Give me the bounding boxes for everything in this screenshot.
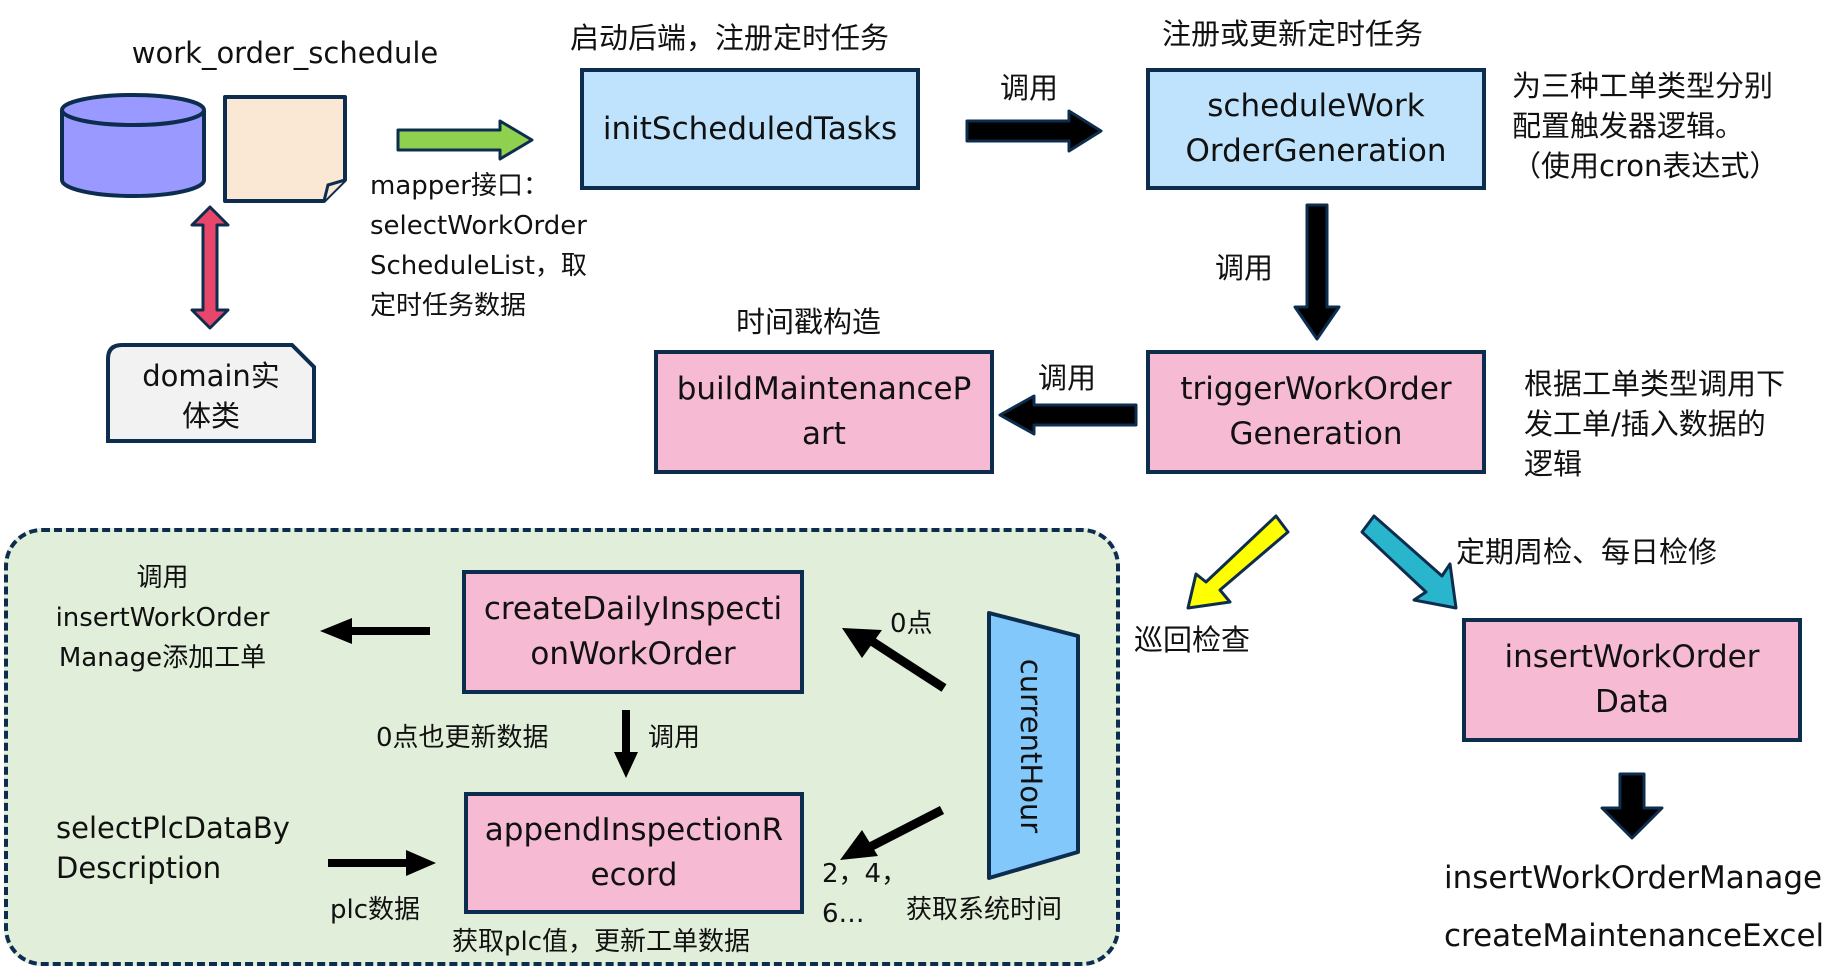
db-table-label: work_order_schedule [131, 36, 439, 70]
append-inspection-record-box[interactable]: appendInspectionR ecord [464, 792, 804, 914]
call-label-2: 调用 [1215, 251, 1274, 285]
build-caption: 时间戳构造 [736, 305, 882, 339]
insert-work-order-data-box[interactable]: insertWorkOrder Data [1462, 618, 1802, 742]
system-time-label: 获取系统时间 [906, 895, 1063, 925]
schedule-caption: 注册或更新定时任务 [1162, 17, 1424, 51]
insert-result-2: createMaintenanceExcel [1444, 918, 1825, 954]
trigger-note: 根据工单类型调用下 发工单/插入数据的 逻辑 [1524, 367, 1786, 481]
hours-label: 2，4， 6… [822, 859, 908, 929]
append-caption: 获取plc值，更新工单数据 [452, 927, 751, 957]
call-insert-manage-label: 调用 insertWorkOrder Manage添加工单 [55, 563, 270, 673]
periodic-inspection-label: 定期周检、每日检修 [1456, 535, 1718, 569]
schedule-work-order-generation-box[interactable]: scheduleWork OrderGeneration [1146, 68, 1486, 190]
insert-result-1: insertWorkOrderManage [1444, 860, 1823, 896]
document-icon [223, 95, 347, 203]
init-scheduled-tasks-box[interactable]: initScheduledTasks [580, 68, 920, 190]
call-label-3: 调用 [1038, 361, 1097, 395]
trigger-work-order-generation-box[interactable]: triggerWorkOrder Generation [1146, 350, 1486, 474]
yellow-arrow-icon [1186, 514, 1290, 610]
current-hour-shape [987, 611, 1080, 880]
diagonal-arrow-icon [842, 628, 947, 692]
left-arrow-icon [998, 394, 1138, 436]
patrol-inspection-label: 巡回检查 [1134, 623, 1251, 657]
call-label-4: 调用 [648, 723, 701, 753]
right-arrow-icon [965, 109, 1103, 153]
database-icon [60, 93, 206, 198]
zero-hour-label: 0点 [890, 609, 933, 639]
domain-entity-label: domain实 体类 [142, 359, 280, 433]
plc-data-label: plc数据 [330, 895, 421, 925]
current-hour-label: currentHour [1014, 658, 1048, 834]
down-arrow-icon-3 [614, 710, 638, 778]
down-arrow-icon [1293, 203, 1341, 341]
build-maintenance-part-box[interactable]: buildMaintenanceP art [654, 350, 994, 474]
init-caption: 启动后端，注册定时任务 [570, 21, 890, 55]
teal-arrow-icon [1360, 514, 1458, 610]
schedule-note: 为三种工单类型分别 配置触发器逻辑。 （使用cron表达式） [1512, 69, 1779, 183]
domain-entity-shape [106, 343, 316, 443]
create-daily-inspection-box[interactable]: createDailyInspecti onWorkOrder [462, 570, 804, 694]
select-plc-label: selectPlcDataBy Description [56, 811, 290, 885]
green-arrow-icon [396, 119, 534, 161]
zero-update-label: 0点也更新数据 [376, 723, 549, 753]
double-arrow-icon [190, 205, 230, 330]
left-arrow-icon-2 [320, 618, 430, 644]
diagonal-arrow-icon-2 [840, 805, 945, 860]
mapper-note: mapper接口： selectWorkOrder ScheduleList，取… [370, 171, 587, 321]
right-arrow-icon-2 [328, 850, 436, 876]
down-arrow-icon-2 [1600, 772, 1664, 840]
call-label-1: 调用 [1000, 71, 1059, 105]
